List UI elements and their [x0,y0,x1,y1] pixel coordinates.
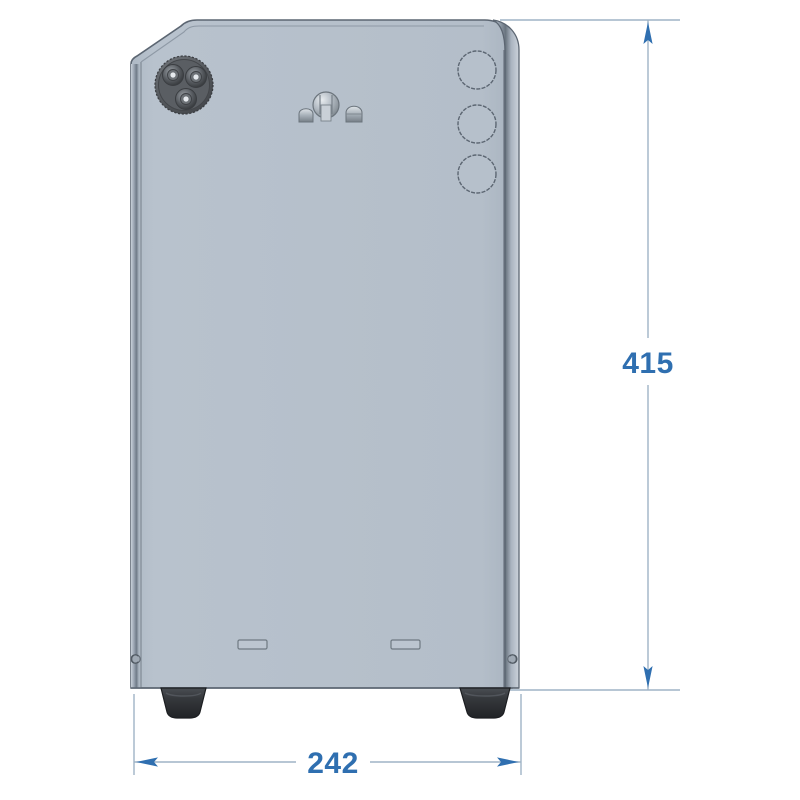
side-ports-group[interactable] [457,50,497,194]
corner-screw-right-slot [509,654,518,664]
connector-pin-2-contact [193,74,199,80]
vent-slot-2 [390,639,421,650]
vent-slots-group [237,639,421,650]
fitting-center-slot [319,95,333,114]
side-port-3[interactable] [457,154,497,194]
arrowhead-height-bottom [643,666,653,688]
enclosure-right-edge-panel [492,19,520,689]
foot-right-highlight [464,692,506,697]
corner-fasteners-group [130,654,518,664]
fitting-center-stem [320,104,332,122]
foot-left [160,687,207,719]
corner-screw-left [131,654,141,664]
connector-3pin-group[interactable] [154,55,214,115]
side-port-1[interactable] [457,50,497,90]
vent-slot-1 [237,639,268,650]
foot-right [459,687,511,719]
center-fittings-group[interactable] [298,91,363,123]
fitting-left-dome [298,108,314,123]
side-port-2[interactable] [457,104,497,144]
arrowhead-width-left [136,757,158,767]
enclosure-left-edge-strip [131,64,141,688]
feet-group [160,687,511,719]
connector-pin-1-contact [170,72,176,78]
corner-screw-left-slot [130,654,139,664]
arrowhead-height-top [643,22,653,44]
dimension-lines-group [133,19,680,775]
dimension-label-height: 415 [622,347,674,380]
arrowhead-width-right [497,757,519,767]
corner-screw-right [507,654,517,664]
enclosure-body-group [130,19,520,689]
dimension-label-width: 242 [307,747,359,780]
foot-left-highlight [165,692,202,697]
connector-pin-3-contact [183,96,189,102]
enclosure-top-chamfer-line [140,25,484,63]
